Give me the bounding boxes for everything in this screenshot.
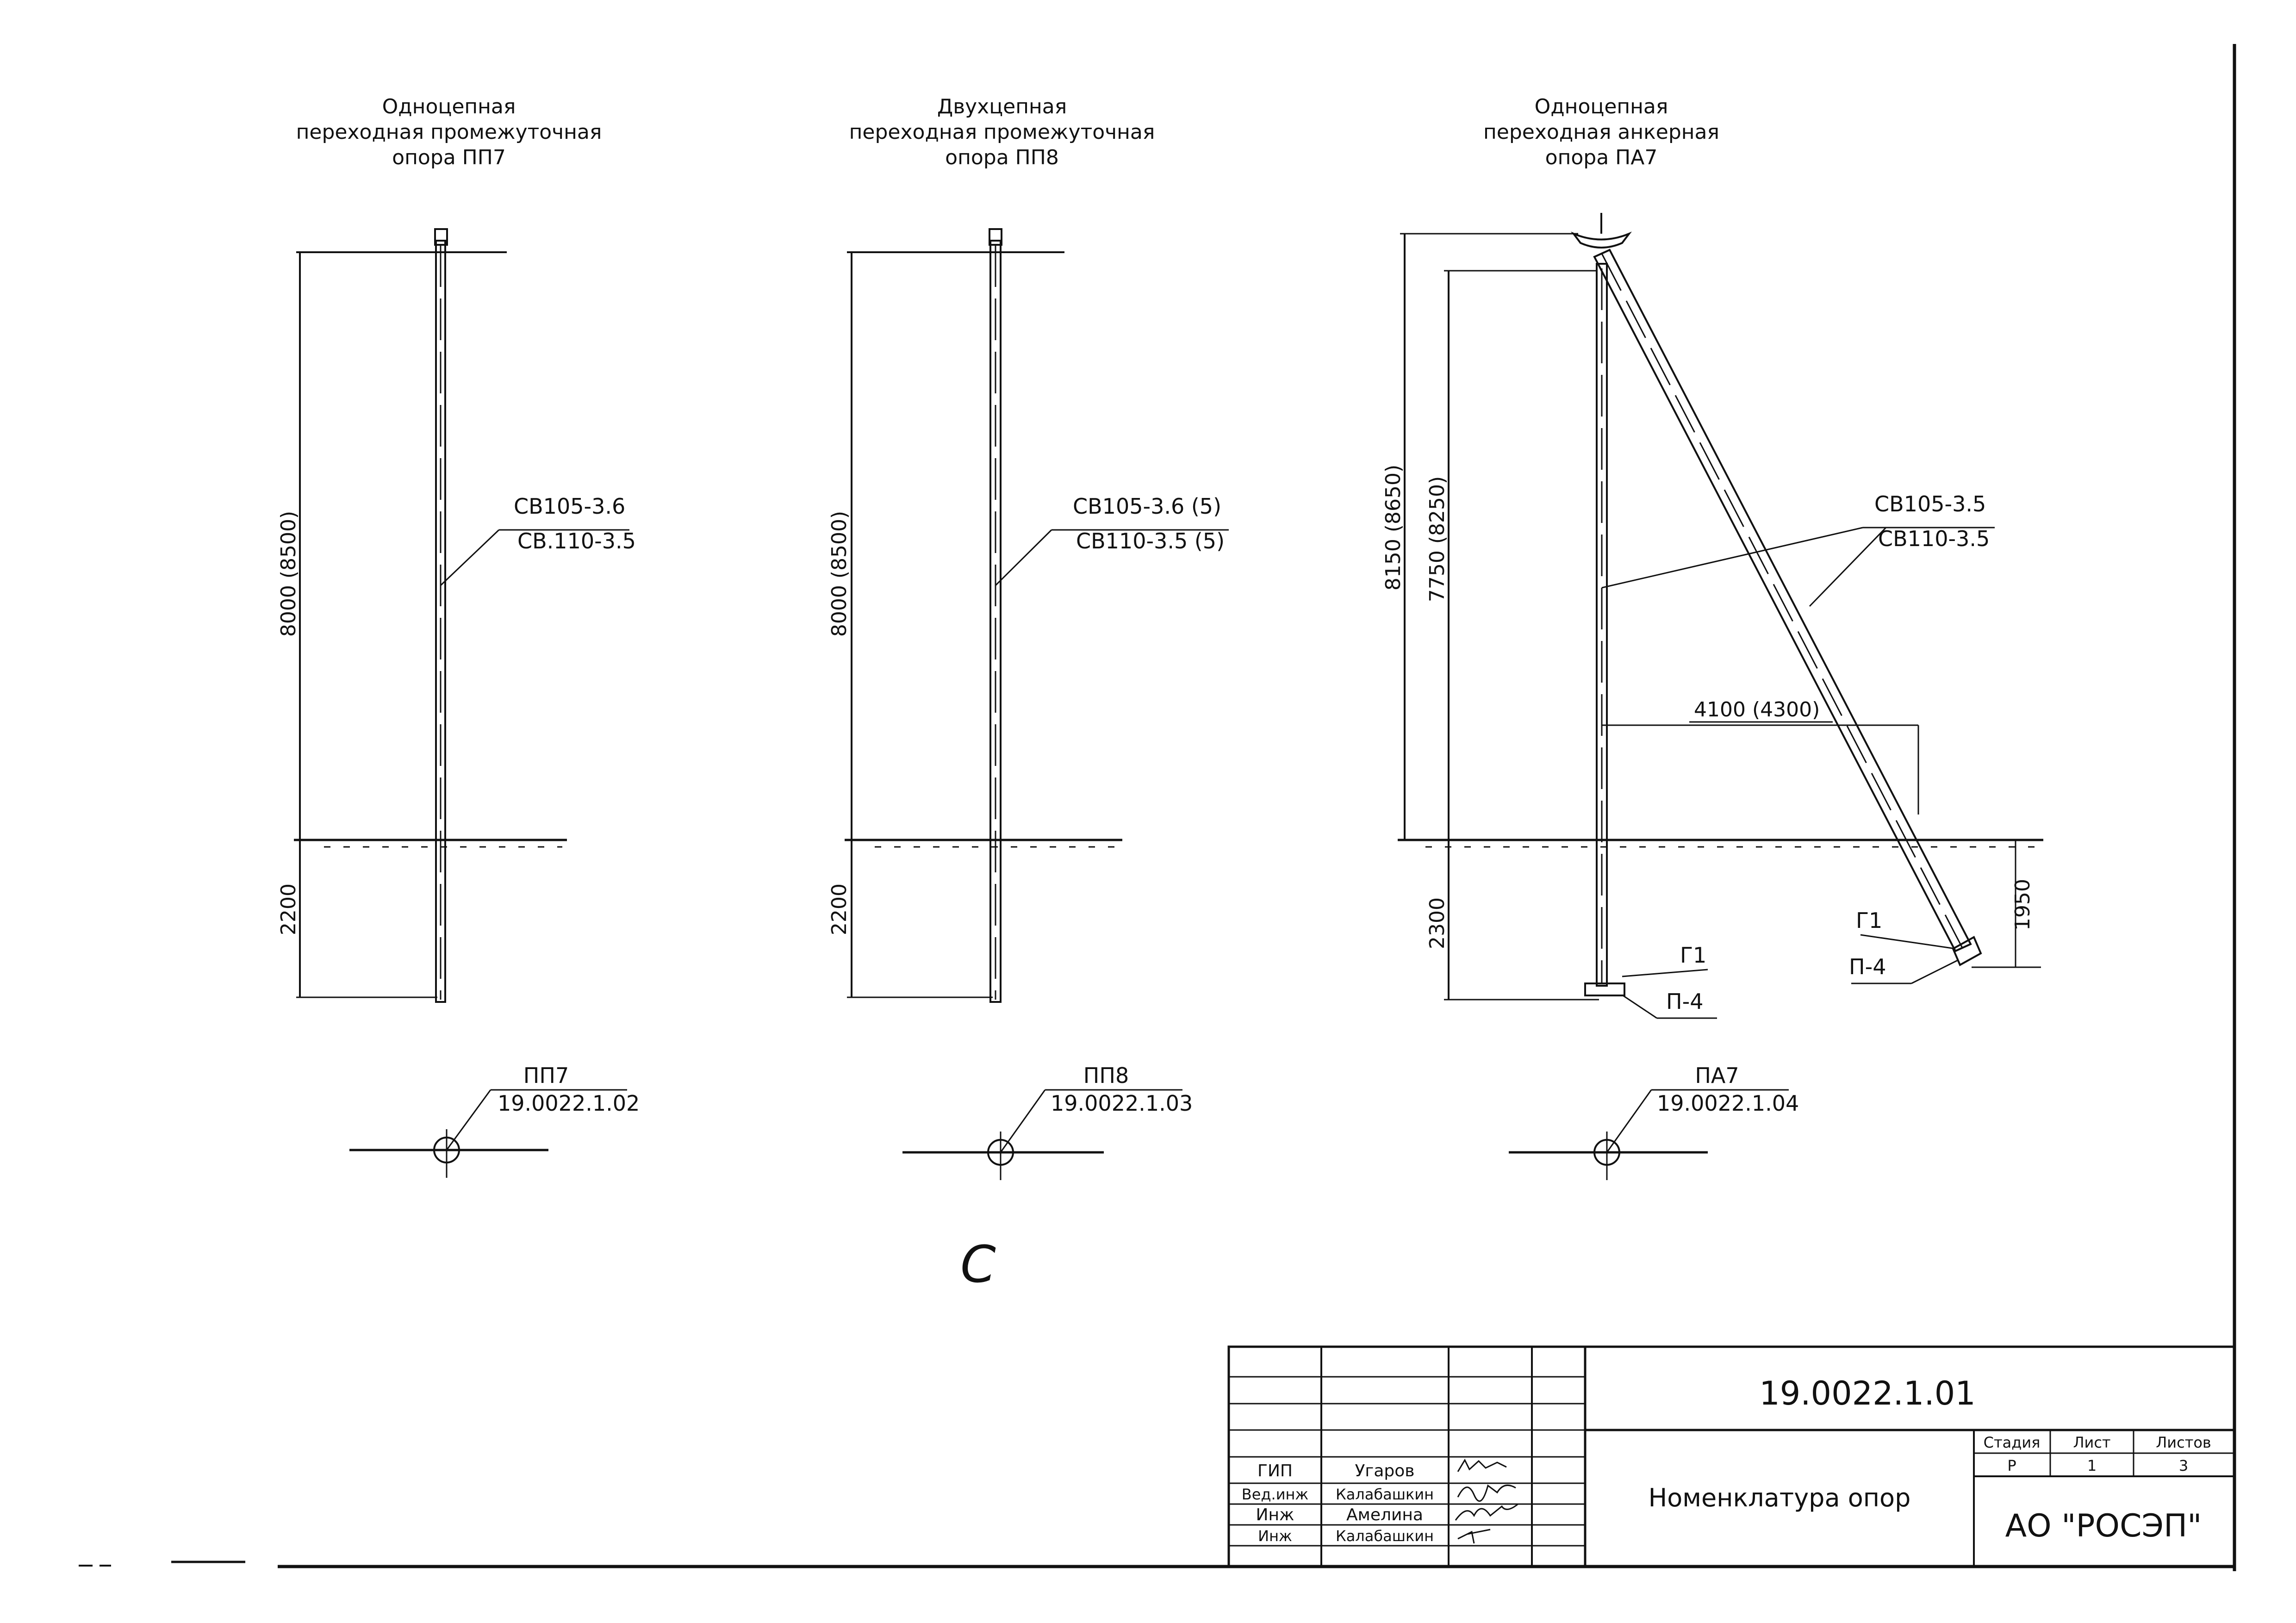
pa7-plan-leader xyxy=(1606,1089,1652,1153)
pa7-title-line-3: опора ПА7 xyxy=(1545,146,1658,169)
tb-role-gip: ГИП xyxy=(1257,1461,1293,1480)
pa7-foot-right-leader-bottom xyxy=(1911,959,1958,984)
tb-organization: АО "РОСЭП" xyxy=(2005,1508,2202,1544)
pa7-leader-main xyxy=(1601,527,1863,589)
tb-role-engineer-2: Инж xyxy=(1258,1527,1292,1545)
pa7-foot-right-top-label: Г1 xyxy=(1856,908,1882,933)
pa7-depth-dimension: 2300 xyxy=(1425,897,1449,949)
pp7-pole-cap xyxy=(434,228,448,246)
pp7-title-line-1: Одноцепная xyxy=(382,95,516,118)
pp8-post-label-top: СВ105-3.6 (5) xyxy=(1073,494,1221,519)
pp7-plan-leader xyxy=(446,1089,492,1150)
tb-name-engineer-1: Амелина xyxy=(1346,1505,1423,1524)
pp8-pole xyxy=(989,240,1002,1003)
pa7-leader-strut xyxy=(1809,527,1887,607)
tb-sheet-header: Лист xyxy=(2073,1434,2110,1451)
tb-stage-header: Стадия xyxy=(1984,1434,2041,1451)
pa7-strut xyxy=(1593,249,1972,952)
tb-sheets-header: Листов xyxy=(2156,1434,2211,1451)
pa7-plan-mark: ПА7 xyxy=(1695,1063,1739,1088)
pa7-post-label-top: СВ105-3.5 xyxy=(1874,491,1986,516)
pa7-post-label-bottom: СВ110-3.5 xyxy=(1878,526,1990,551)
pp8-plan-mark: ПП8 xyxy=(1083,1063,1129,1088)
pa7-height-dimension-inner: 7750 (8250) xyxy=(1425,476,1449,602)
tb-doc-number: 19.0022.1.01 xyxy=(1759,1374,1976,1412)
pp7-title-line-2: переходная промежуточная xyxy=(296,120,602,144)
tb-name-gip: Угаров xyxy=(1355,1461,1414,1480)
pa7-foot-right-leader-top xyxy=(1860,934,1956,950)
pp8-title-line-1: Двухцепная xyxy=(937,95,1067,118)
pp8-plan-code: 19.0022.1.03 xyxy=(1051,1091,1193,1116)
tb-name-lead-engineer: Калабашкин xyxy=(1336,1486,1434,1503)
pp7-height-dimension: 8000 (8500) xyxy=(277,511,300,637)
tb-drawing-name: Номенклатура опор xyxy=(1649,1483,1911,1512)
signature-engineer-1 xyxy=(1455,1503,1518,1521)
pp7-title-line-3: опора ПП7 xyxy=(392,146,506,169)
pp8-depth-dimension: 2200 xyxy=(828,883,851,935)
pa7-strut-dimension: 1950 xyxy=(2011,879,2035,931)
pp8-post-label-bottom: СВ110-3.5 (5) xyxy=(1076,529,1225,553)
pp7-depth-dimension: 2200 xyxy=(277,883,300,935)
pp8-height-dimension: 8000 (8500) xyxy=(828,511,851,637)
pp8-plan-leader xyxy=(1000,1089,1046,1153)
pa7-foot-left-top-label: Г1 xyxy=(1680,943,1706,968)
pa7-title-line-1: Одноцепная xyxy=(1535,95,1668,118)
signature-engineer-2 xyxy=(1457,1529,1491,1544)
tb-stage-value: Р xyxy=(2007,1457,2016,1474)
tb-name-engineer-2: Калабашкин xyxy=(1336,1527,1434,1545)
support-pa7: Одноцепная переходная анкерная опора ПА7… xyxy=(1381,95,2043,1180)
pp8-title-line-3: опора ПП8 xyxy=(945,146,1059,169)
pp7-plan-mark: ПП7 xyxy=(523,1063,569,1088)
signature-lead-engineer xyxy=(1457,1484,1516,1502)
tb-role-lead-engineer: Вед.инж xyxy=(1242,1486,1308,1503)
pa7-height-dimension-outer: 8150 (8650) xyxy=(1381,465,1405,591)
signature-gip xyxy=(1457,1458,1507,1472)
pa7-title-line-2: переходная анкерная xyxy=(1483,120,1719,144)
title-block: 19.0022.1.01 Номенклатура опор АО "РОСЭП… xyxy=(1227,1345,2236,1568)
pp7-pole xyxy=(435,240,446,1003)
pp8-leader-line xyxy=(995,529,1052,586)
pp8-title-line-2: переходная промежуточная xyxy=(849,120,1155,144)
tb-role-engineer-1: Инж xyxy=(1256,1505,1294,1524)
tb-sheets-value: 3 xyxy=(2179,1457,2188,1474)
pa7-main-pole xyxy=(1596,263,1608,987)
stray-mark: С xyxy=(960,1235,996,1294)
tb-sheet-value: 1 xyxy=(2087,1457,2097,1474)
pa7-span-dimension-label: 4100 (4300) xyxy=(1694,698,1820,721)
pa7-foot-plate-right xyxy=(1952,936,1982,966)
pp7-plan-code: 19.0022.1.02 xyxy=(498,1091,640,1116)
pa7-foot-plate-left xyxy=(1584,983,1625,996)
support-pp8: Двухцепная переходная промежуточная опор… xyxy=(828,95,1229,1180)
pa7-foot-left-leader-bottom xyxy=(1622,994,1657,1019)
pp7-post-label-bottom: СВ.110-3.5 xyxy=(517,529,636,553)
pa7-plan-code: 19.0022.1.04 xyxy=(1657,1091,1799,1116)
pa7-top-fitting xyxy=(1571,231,1632,249)
pa7-strut-axis xyxy=(1601,253,1963,948)
pa7-foot-right-bottom-label: П-4 xyxy=(1849,954,1886,979)
support-pp7: Одноцепная переходная промежуточная опор… xyxy=(277,95,640,1178)
pp8-pole-cap xyxy=(989,228,1002,246)
pa7-foot-left-bottom-label: П-4 xyxy=(1666,989,1703,1014)
pp7-post-label-top: СВ105-3.6 xyxy=(514,494,625,519)
pa7-foot-left-leader-top xyxy=(1622,969,1708,977)
pp7-leader-line xyxy=(440,529,500,586)
